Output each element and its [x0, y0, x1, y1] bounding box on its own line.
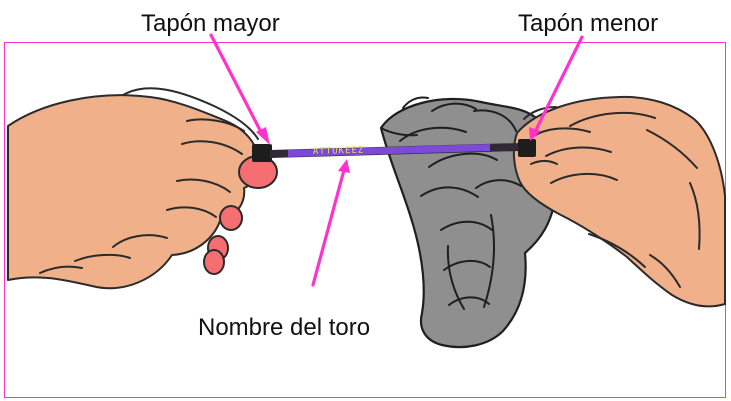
fingernail-icon [203, 249, 225, 275]
fingernail-icon [219, 205, 243, 231]
large-plug-icon [252, 144, 272, 162]
large-plug-label: Tapón mayor [141, 10, 280, 37]
left-hand [7, 87, 278, 290]
right-hand [512, 95, 726, 308]
straw: ATTUKEEZ [252, 139, 536, 162]
small-plug-label: Tapón menor [518, 10, 659, 37]
straw-text: ATTUKEEZ [313, 146, 365, 157]
arrows [209, 33, 584, 287]
bull-name-label: Nombre del toro [198, 314, 371, 341]
small-plug-icon [518, 139, 536, 157]
